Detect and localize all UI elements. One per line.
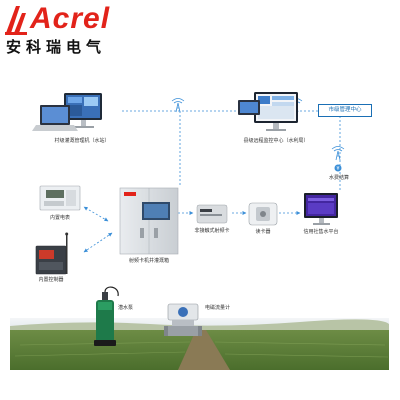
controller-label: 内置控制器 (38, 277, 64, 283)
smart-meter-label: 内置电表 (49, 215, 71, 221)
flowmeter-icon (164, 303, 202, 336)
card-reader-icon (248, 202, 278, 226)
link-cabinet-controller (83, 232, 113, 253)
irrigation-cabinet-icon (119, 187, 179, 255)
logo-mark-icon (5, 6, 27, 35)
county-computer-icon (238, 92, 298, 131)
link-cabinet-meter (83, 206, 109, 222)
rf-card-icon (196, 204, 228, 224)
platform-computer-icon (304, 193, 338, 225)
logo-chinese-text: 安科瑞电气 (6, 38, 107, 56)
water-fee-icon: ¥ (334, 164, 342, 172)
cabinet-label: 射频卡机井灌溉箱 (128, 258, 170, 264)
platform-label: 信用社售水平台 (303, 229, 339, 235)
connection-lines (83, 110, 341, 253)
flowmeter-label: 电磁流量计 (205, 305, 231, 311)
controller-icon (35, 232, 69, 275)
village-pc-icon (32, 93, 102, 131)
city-center-badge: 市级管理中心 (318, 104, 372, 117)
logo-text: Acrel (30, 2, 111, 35)
rf-card-label: 非接触式射频卡 (194, 228, 230, 234)
wireless-tower-icon-3 (331, 146, 345, 161)
pump-icon (94, 286, 119, 346)
card-reader-label: 读卡器 (255, 229, 271, 235)
smart-meter-icon (39, 185, 81, 211)
wireless-tower-icon (171, 98, 185, 113)
field-photo (10, 318, 389, 370)
svg-text:¥: ¥ (336, 166, 339, 172)
village-pc-label: 村级灌溉管理机（水站） (54, 138, 110, 144)
water-fee-label: 水费结算 (329, 175, 350, 181)
county-center-label: 县级远程监控中心（水利局） (243, 138, 309, 144)
pump-label: 潜水泵 (118, 305, 134, 311)
